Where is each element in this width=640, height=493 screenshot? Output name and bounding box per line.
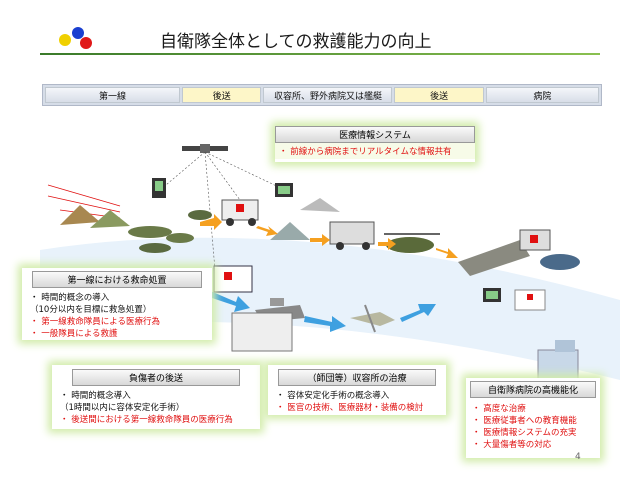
phase-frontline: 第一線 [45,87,180,103]
station-item: ・ 容体安定化手術の概念導入 [276,391,390,401]
ambulance-icon [221,199,259,226]
helicopter-icon [384,233,440,253]
frontline-item: （10分以内を目標に救急処置） [30,305,152,315]
transport-aircraft-icon [350,304,395,333]
soldiers-icon [60,205,212,253]
page-title: 自衛隊全体としての救護能力の向上 [160,32,432,52]
frontline-item: ・ 時間的概念の導入 [30,293,110,303]
frontline-item: ・ 一般隊員による救護 [30,329,118,339]
evacuation-item: ・ 時間的概念導入 [60,391,131,401]
info-system-panel: 医療情報システム ・ 前線から病院までリアルタイムな情報共有 [275,126,475,162]
hospital-item: ・ 高度な治療 [472,404,526,414]
satellite-icon [182,144,228,153]
title-underline [40,53,600,55]
truck-icon [329,221,375,250]
tent-icon [270,198,340,240]
frontline-heading: 第一線における救命処置 [32,271,202,288]
evacuation-item: （1時間以内に容体安定化手術） [60,403,185,413]
station-item: ・ 医官の技術、医療器材・装備の検討 [276,403,424,413]
phase-hospital: 病院 [485,87,599,103]
phase-station: 収容所、野外病院又は艦艇 [263,87,393,103]
page-number: 4 [575,452,581,462]
hospital-heading: 自衛隊病院の高機能化 [470,381,596,398]
phase-evac-2: 後送 [394,87,484,103]
frontline-panel: 第一線における救命処置 ・ 時間的概念の導入 （10分以内を目標に救急処置） ・… [22,268,212,340]
hospital-item: ・ 大量傷者等の対応 [472,440,552,450]
hospital-item: ・ 医療従事者への教育機能 [472,416,577,426]
evacuation-panel: 負傷者の後送 ・ 時間的概念導入 （1時間以内に容体安定化手術） ・ 後送間にお… [52,365,260,429]
terminal-icon [152,178,501,302]
hospital-panel: 自衛隊病院の高機能化 ・ 高度な治療 ・ 医療従事者への教育機能 ・ 医療情報シ… [466,378,600,458]
phase-bar: 第一線 後送 収容所、野外病院又は艦艇 後送 病院 [42,84,602,106]
hospital-building-icon [537,340,579,383]
hospital-item: ・ 医療情報システムの充実 [472,428,577,438]
phase-evac-1: 後送 [182,87,262,103]
info-system-heading: 医療情報システム [275,126,475,143]
station-heading: （師団等）収容所の治療 [278,369,436,386]
frontline-item: ・ 第一線救命隊員による医療行為 [30,317,160,327]
station-panel: （師団等）収容所の治療 ・ 容体安定化手術の概念導入 ・ 医官の技術、医療器材・… [268,365,446,415]
evacuation-item: ・ 後送間における第一線救命隊員の医療行為 [60,415,233,425]
info-system-item: ・ 前線から病院までリアルタイムな情報共有 [279,147,452,157]
evacuation-heading: 負傷者の後送 [72,369,240,386]
